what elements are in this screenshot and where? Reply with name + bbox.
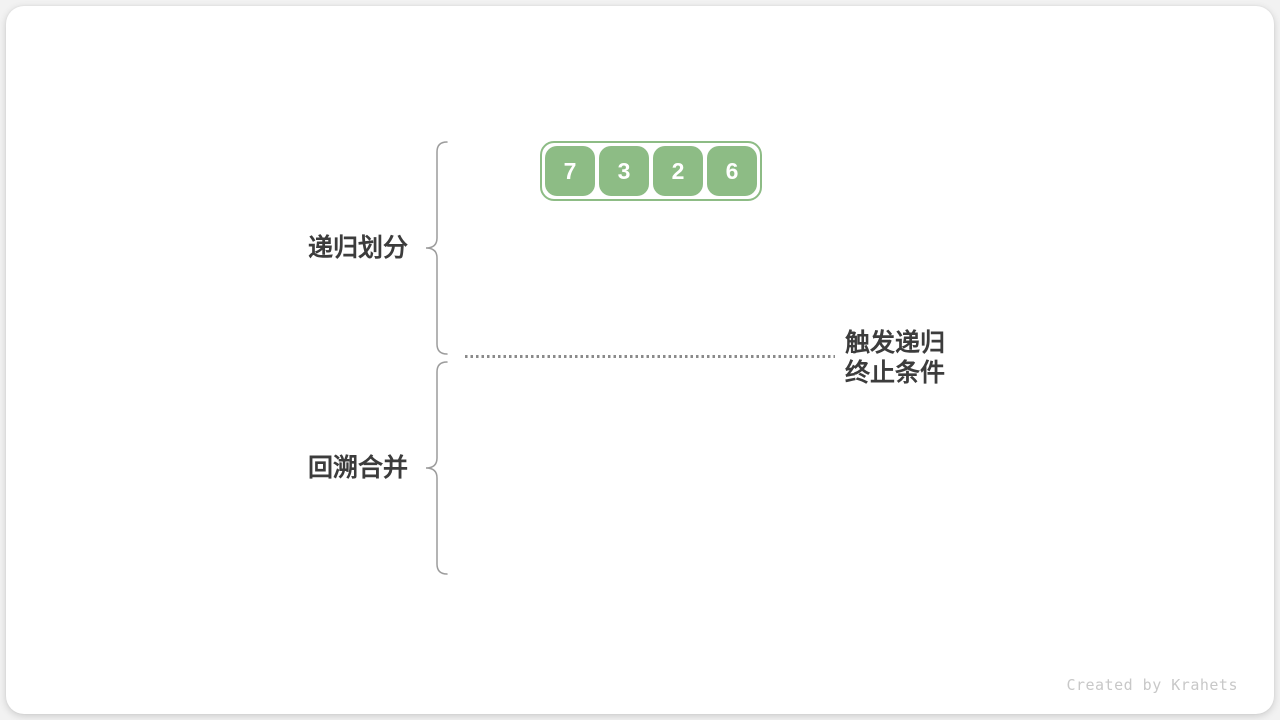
divide-brace-icon	[425, 141, 448, 355]
termination-annotation-line1: 触发递归	[845, 329, 946, 357]
backtrack-merge-label: 回溯合并	[307, 454, 408, 482]
array-cell: 7	[545, 146, 595, 196]
array-cell: 3	[599, 146, 649, 196]
array-cell: 6	[707, 146, 757, 196]
merge-brace-icon	[425, 361, 448, 575]
footer-credit: Created by Krahets	[1066, 676, 1238, 694]
termination-dotted-line	[465, 355, 835, 358]
termination-annotation-line2: 终止条件	[845, 359, 946, 387]
recursive-divide-label: 递归划分	[307, 234, 408, 262]
figure-card: 递归划分 7 3 2 6 触发递归 终止条件 回溯合并 Created by K…	[6, 6, 1274, 714]
array-container: 7 3 2 6	[540, 141, 762, 201]
array-cell: 2	[653, 146, 703, 196]
termination-annotation: 触发递归 终止条件	[845, 328, 945, 388]
